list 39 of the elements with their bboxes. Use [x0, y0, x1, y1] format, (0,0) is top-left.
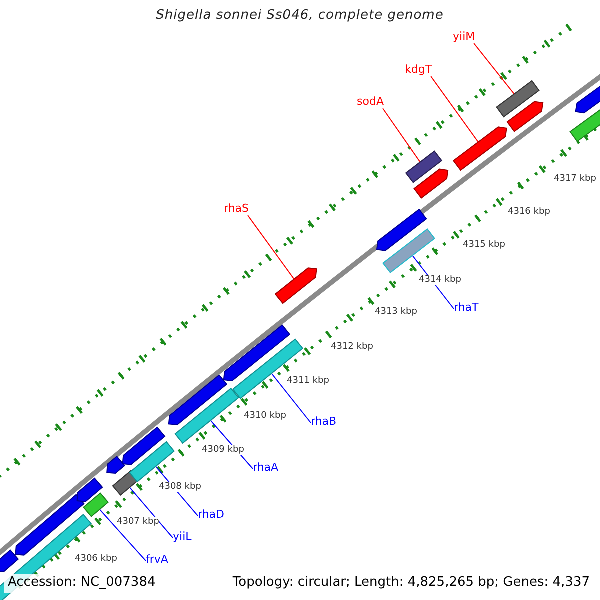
- scale-label: 4314 kbp: [419, 275, 462, 286]
- scale-label: 4317 kbp: [554, 174, 596, 184]
- gene-label: rhaD: [198, 509, 225, 522]
- scale-label: 4313 kbp: [375, 307, 418, 318]
- leader-line: [248, 215, 294, 280]
- leader-line: [100, 510, 146, 562]
- scale-label: 4308 kbp: [159, 482, 202, 492]
- gene-label: rhaA: [253, 462, 279, 475]
- scale-label: 4315 kbp: [463, 240, 506, 250]
- gene-feature: [405, 150, 443, 184]
- scale-label: 4311 kbp: [287, 376, 330, 386]
- gene-label: sodA: [357, 96, 384, 109]
- leader-line: [382, 108, 420, 162]
- scale-label: 4316 kbp: [508, 207, 550, 218]
- gene-feature: [382, 228, 436, 274]
- gene-feature: [83, 492, 109, 518]
- gene-feature: [129, 441, 175, 483]
- scale-label: 4312 kbp: [331, 342, 374, 352]
- genome-info: Topology: circular; Length: 4,825,265 bp; Genes: 4,337: [232, 576, 590, 591]
- leader-line: [474, 43, 515, 94]
- gene-label: kdgT: [405, 64, 432, 77]
- scale-label: 4310 kbp: [244, 411, 286, 422]
- leader-line: [430, 76, 479, 142]
- gene-label: yiiM: [453, 31, 476, 44]
- gene-label: rhaS: [224, 203, 250, 216]
- gene-feature: [274, 268, 318, 304]
- gene-label: rhaT: [454, 302, 479, 315]
- diagram-title: Shigella sonnei Ss046, complete genome: [156, 9, 444, 24]
- gene-label: frvA: [146, 554, 168, 567]
- gene-label: rhaB: [311, 416, 337, 429]
- leader-line: [272, 374, 312, 424]
- scale-label: 4309 kbp: [202, 445, 244, 456]
- gene-feature: [174, 388, 240, 444]
- gene-feature: [452, 126, 508, 172]
- scale-label: 4307 kbp: [117, 517, 160, 528]
- gene-feature: [496, 80, 540, 118]
- gene-label: yiiL: [173, 531, 192, 544]
- leader-line: [130, 488, 174, 538]
- scale-label: 4306 kbp: [75, 554, 118, 564]
